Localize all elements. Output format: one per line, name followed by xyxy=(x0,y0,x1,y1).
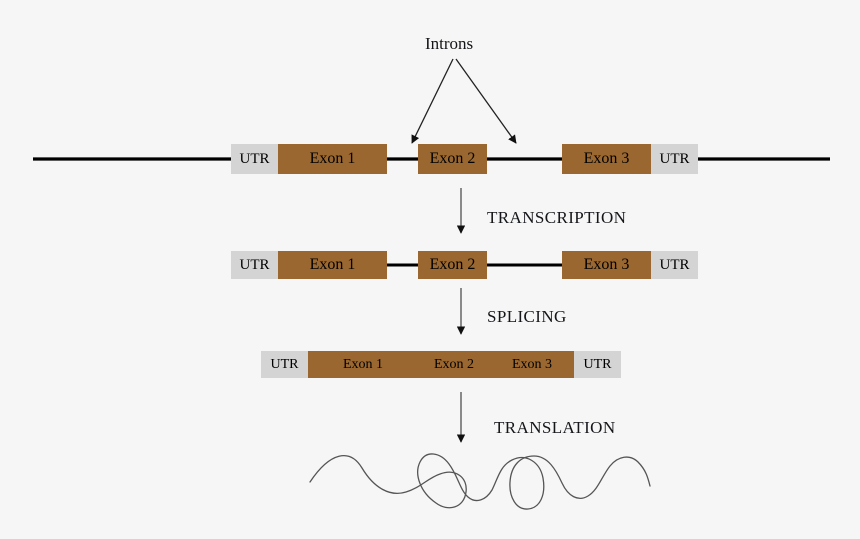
mrna-exon-3: Exon 3 xyxy=(490,351,574,378)
polypeptide-chain xyxy=(309,453,651,510)
introns-callout-label: Introns xyxy=(425,34,474,53)
dna-utr-left: UTR xyxy=(231,144,278,174)
pre-mrna-exon-2: Exon 2 xyxy=(418,251,487,279)
pre-mrna-utr-right: UTR xyxy=(651,251,698,279)
intron-pointer-left xyxy=(411,58,454,144)
mrna-utr-left: UTR xyxy=(261,351,308,378)
pre-mrna-exon-3: Exon 3 xyxy=(562,251,651,279)
mrna-utr-right: UTR xyxy=(574,351,621,378)
splicing-label: SPLICING xyxy=(487,307,567,326)
transcription-label: TRANSCRIPTION xyxy=(487,208,627,227)
pre-mrna-utr-left: UTR xyxy=(231,251,278,279)
pre-mrna-exon-1: Exon 1 xyxy=(278,251,387,279)
mrna-exon-2: Exon 2 xyxy=(418,351,490,378)
intron-pointer-right xyxy=(455,58,517,144)
mrna-exon-1: Exon 1 xyxy=(308,351,418,378)
translation-label: TRANSLATION xyxy=(494,418,616,437)
dna-exon-3: Exon 3 xyxy=(562,144,651,174)
dna-exon-1: Exon 1 xyxy=(278,144,387,174)
dna-utr-right: UTR xyxy=(651,144,698,174)
dna-exon-2: Exon 2 xyxy=(418,144,487,174)
